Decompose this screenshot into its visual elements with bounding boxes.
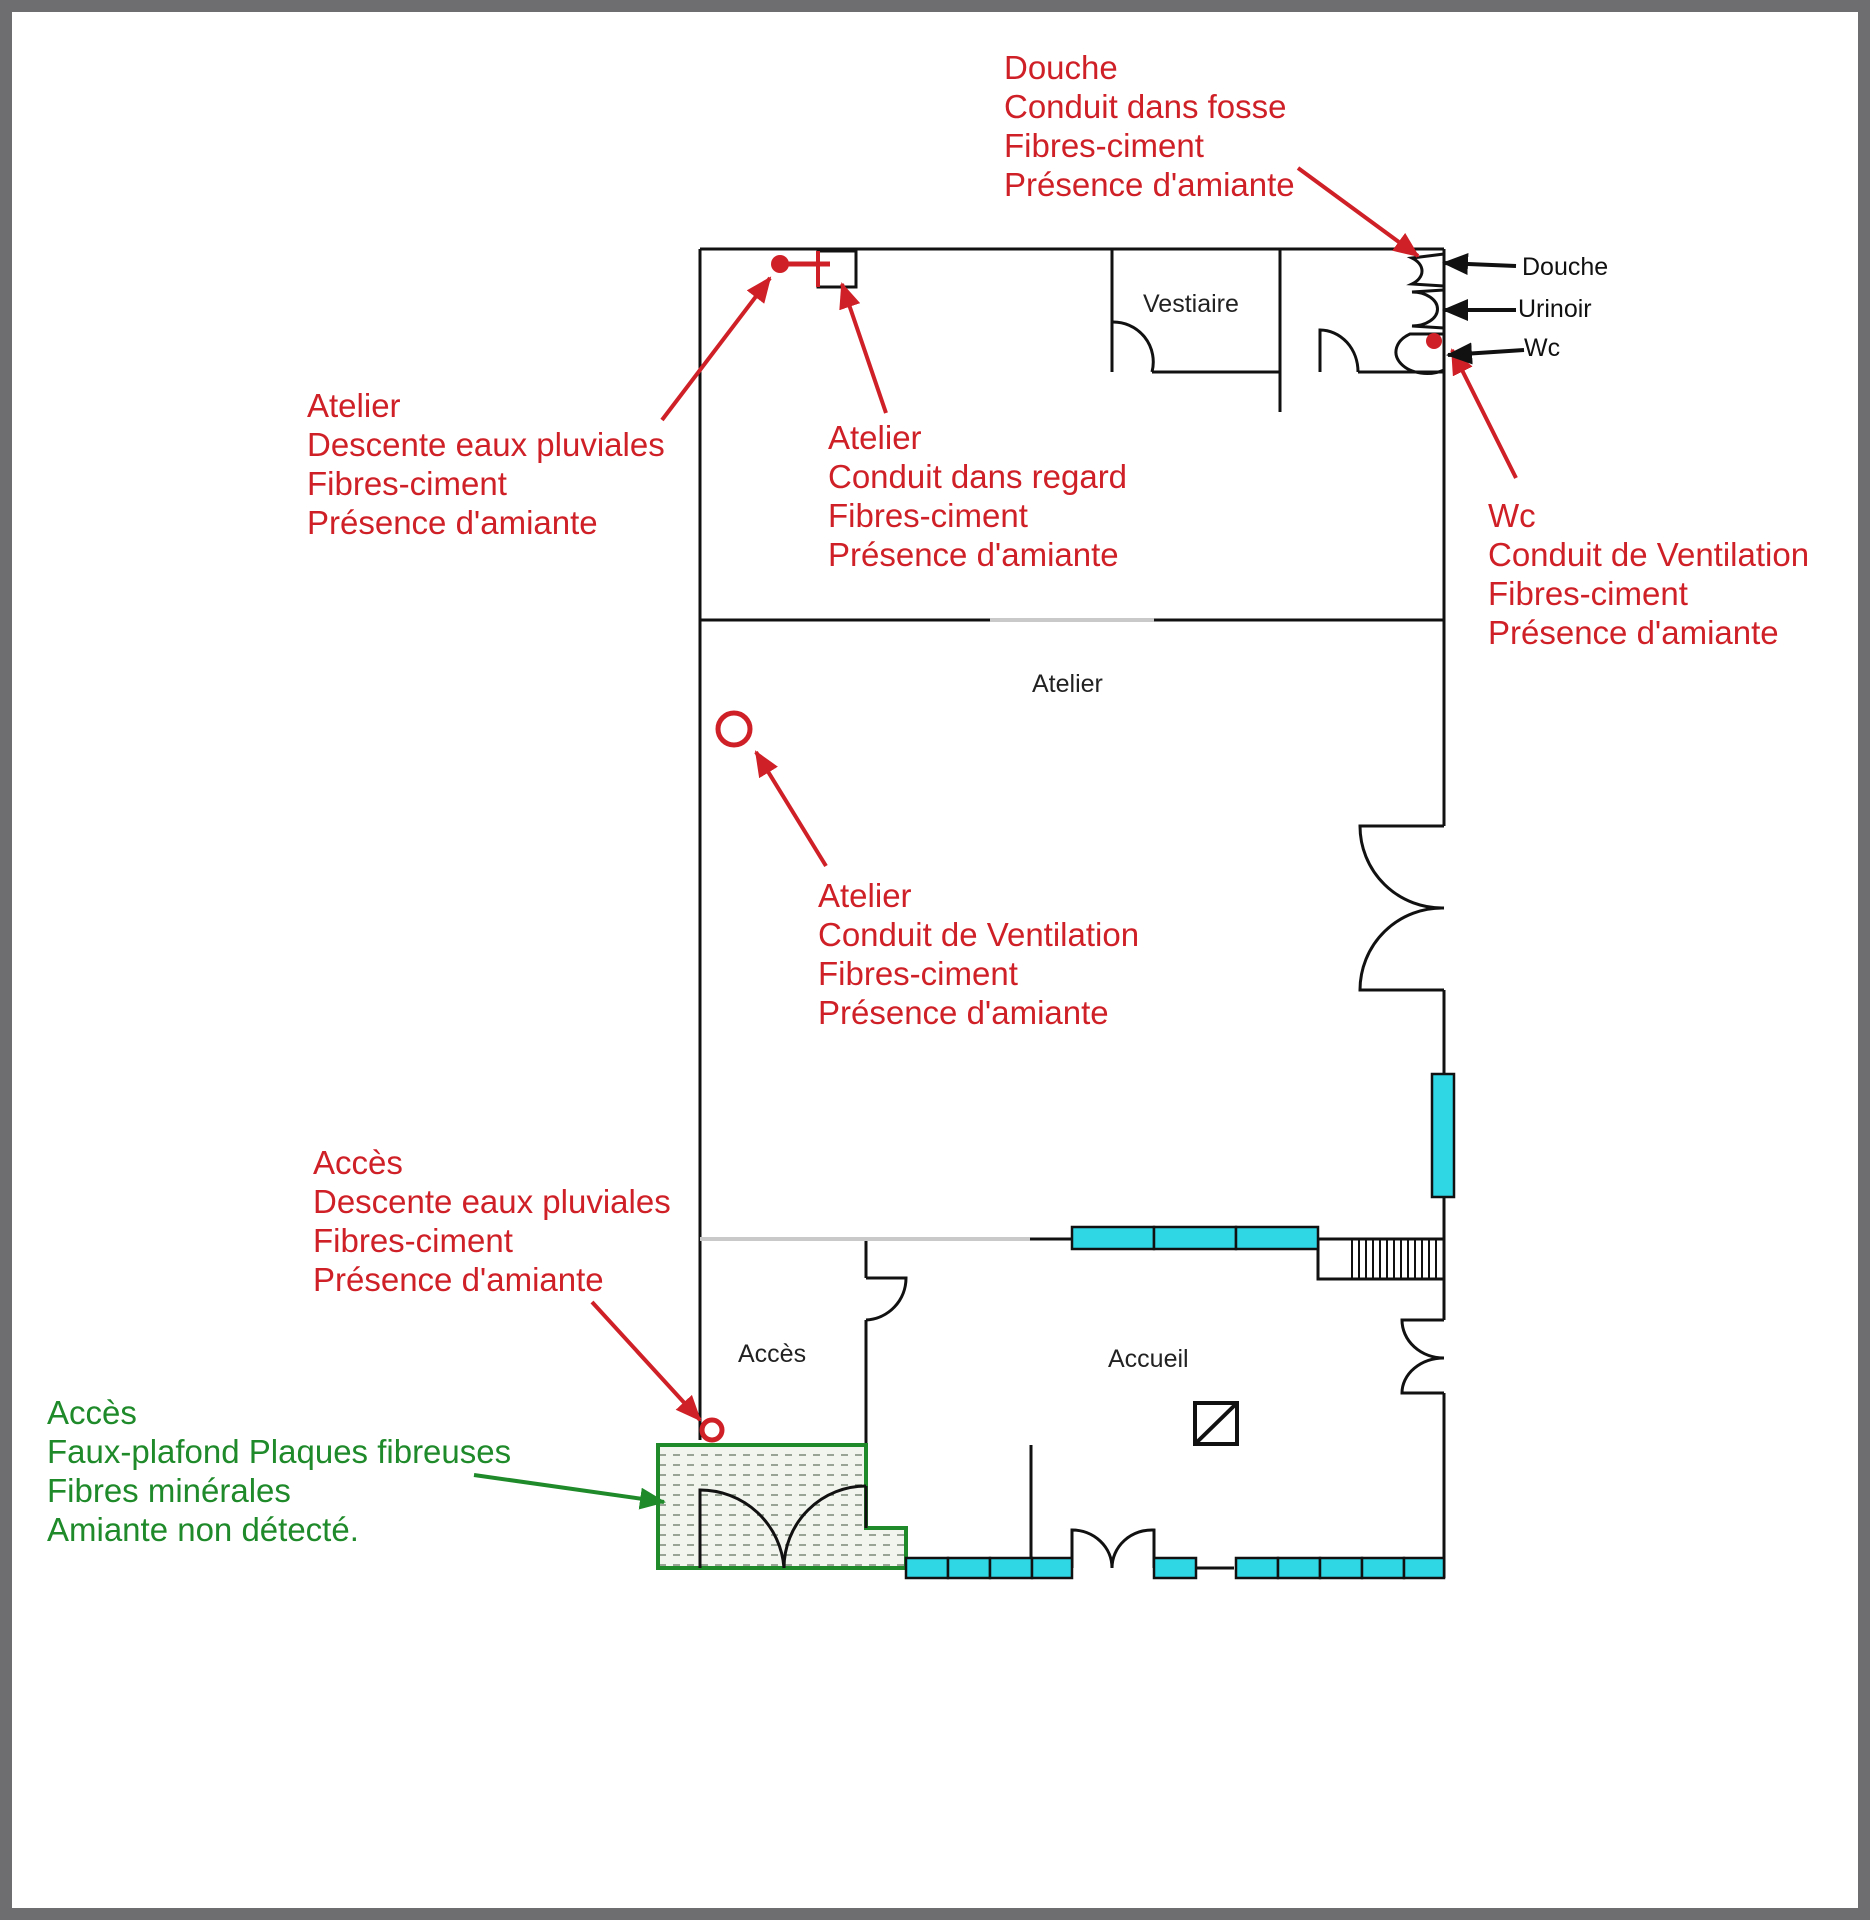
annotation-line: Présence d'amiante — [1488, 614, 1779, 651]
windows — [904, 1072, 1456, 1580]
annotation-line: Conduit dans fosse — [1004, 88, 1287, 125]
arrow-icon — [1442, 253, 1517, 275]
inspection-chamber-icon — [816, 249, 858, 289]
annotation-atelier-ventilation: Atelier Conduit de Ventilation Fibres-ci… — [818, 876, 1139, 1032]
annotation-line: Descente eaux pluviales — [307, 426, 665, 463]
door-swing-icon — [865, 252, 1445, 1569]
annotation-atelier-regard: Atelier Conduit dans regard Fibres-cimen… — [828, 418, 1127, 574]
column-icon — [1193, 1401, 1239, 1446]
ventilation-duct-icon — [1426, 333, 1442, 349]
fixture-label-urinoir: Urinoir — [1518, 295, 1592, 323]
annotation-line: Fibres-ciment — [1004, 127, 1204, 164]
annotation-line: Fibres-ciment — [828, 497, 1028, 534]
room-label-accueil: Accueil — [1108, 1345, 1189, 1373]
downpipe-icon — [771, 255, 830, 273]
annotation-line: Présence d'amiante — [307, 504, 598, 541]
annotation-acces-faux-plafond: Accès Faux-plafond Plaques fibreuses Fib… — [47, 1393, 511, 1549]
arrow-icon — [473, 1473, 666, 1510]
annotation-line: Atelier — [307, 387, 401, 424]
annotation-line: Amiante non détecté. — [47, 1511, 359, 1548]
openings — [700, 618, 1154, 1241]
annotation-line: Conduit de Ventilation — [818, 916, 1140, 953]
room-label-acces: Accès — [738, 1340, 807, 1368]
annotation-line: Accès — [313, 1144, 403, 1181]
annotation-line: Descente eaux pluviales — [313, 1183, 671, 1220]
annotation-acces-pluviales: Accès Descente eaux pluviales Fibres-cim… — [313, 1143, 671, 1299]
downpipe-icon — [699, 1417, 725, 1443]
arrow-icon — [1450, 348, 1518, 479]
annotation-wc-ventilation: Wc Conduit de Ventilation Fibres-ciment … — [1488, 496, 1809, 652]
annotation-line: Atelier — [828, 419, 922, 456]
annotation-line: Conduit dans regard — [828, 458, 1128, 495]
arrow-icon — [839, 282, 888, 414]
annotation-line: Accès — [47, 1394, 137, 1431]
annotation-line: Wc — [1488, 497, 1536, 534]
stairs-icon — [1351, 1240, 1437, 1278]
arrow-icon — [590, 1300, 702, 1422]
annotation-line: Présence d'amiante — [313, 1261, 604, 1298]
annotation-line: Conduit de Ventilation — [1488, 536, 1810, 573]
annotation-line: Fibres minérales — [47, 1472, 291, 1509]
annotation-line: Fibres-ciment — [307, 465, 507, 502]
ventilation-duct-icon — [715, 710, 753, 748]
annotation-line: Fibres-ciment — [1488, 575, 1688, 612]
arrow-icon — [754, 750, 828, 868]
annotation-douche-fosse: Douche Conduit dans fosse Fibres-ciment … — [1004, 48, 1295, 204]
annotation-line: Présence d'amiante — [818, 994, 1109, 1031]
fixture-label-wc: Wc — [1524, 334, 1561, 362]
room-label-atelier: Atelier — [1032, 670, 1103, 698]
annotation-atelier-pluviales: Atelier Descente eaux pluviales Fibres-c… — [307, 386, 665, 542]
fixture-label-douche: Douche — [1522, 253, 1609, 281]
annotation-line: Présence d'amiante — [1004, 166, 1295, 203]
annotation-line: Fibres-ciment — [313, 1222, 513, 1259]
arrow-icon — [660, 276, 772, 422]
annotation-line: Fibres-ciment — [818, 955, 1018, 992]
annotation-line: Atelier — [818, 877, 912, 914]
room-label-vestiaire: Vestiaire — [1143, 290, 1239, 318]
arrow-icon — [1446, 342, 1525, 365]
annotation-line: Faux-plafond Plaques fibreuses — [47, 1433, 512, 1470]
faux-plafond-zone — [656, 1443, 908, 1570]
annotation-line: Douche — [1004, 49, 1118, 86]
arrow-icon — [1296, 166, 1420, 258]
annotation-line: Présence d'amiante — [828, 536, 1119, 573]
